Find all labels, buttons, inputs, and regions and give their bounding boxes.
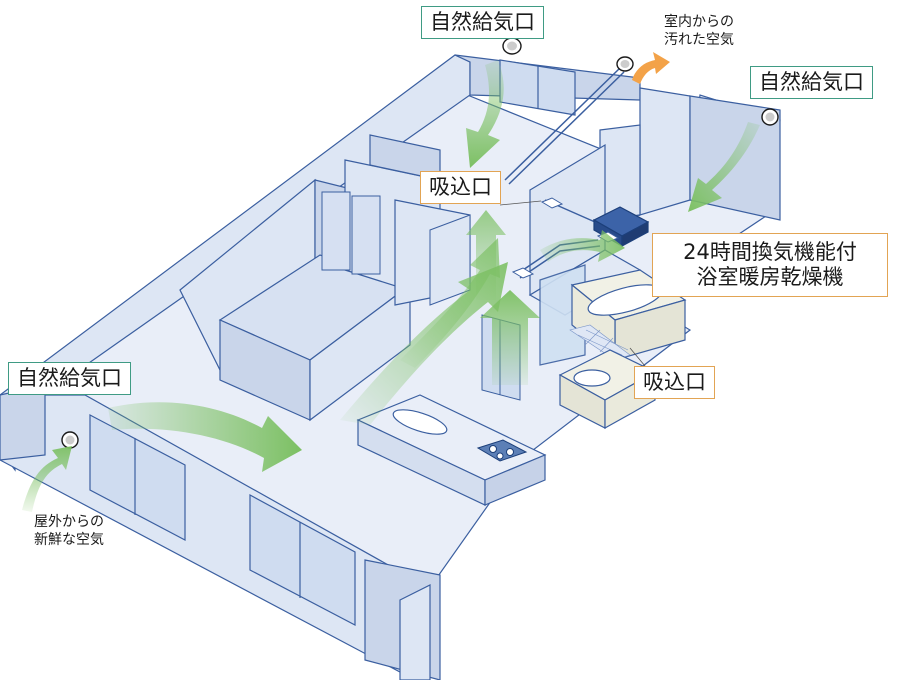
fresh-air-arrow-hall (400, 238, 500, 368)
exhaust-vent (616, 56, 634, 72)
fresh-air-arrow-closet (466, 210, 506, 300)
fresh-air-arrow-bath (540, 230, 625, 262)
natural-inlet-label-top: 自然給気口 (421, 6, 544, 40)
fresh-air-note-line2: 新鮮な空気 (34, 531, 104, 548)
fresh-air-arrow-small (22, 446, 72, 512)
closet-doors (321, 191, 381, 275)
bathtub (570, 269, 687, 362)
bathroom-tile-floor (569, 324, 631, 361)
dirty-air-note-line1: 室内からの (664, 14, 734, 30)
intake-label-upper: 吸込口 (420, 171, 501, 205)
dirty-air-note-line2: 汚れた空気 (664, 31, 734, 48)
natural-inlet-label-right: 自然給気口 (750, 66, 873, 100)
ventilation-unit-label: 24時間換気機能付 浴室暖房乾燥機 (652, 233, 888, 298)
gas-stove (476, 439, 528, 462)
intake-label-lower: 吸込口 (634, 366, 715, 400)
natural-inlet-label-left: 自然給気口 (8, 362, 131, 396)
fresh-air-arrow-right (688, 122, 760, 212)
fresh-air-arrow-vertical (480, 290, 540, 385)
dirty-air-note: 室内からの 汚れた空気 (664, 14, 734, 49)
fresh-air-arrow-top (466, 60, 504, 168)
fresh-air-note: 屋外からの 新鮮な空気 (34, 514, 104, 549)
natural-inlet-vent-top (502, 37, 522, 55)
front-window-frames (89, 414, 356, 626)
natural-inlet-vent-left (61, 431, 79, 449)
fresh-air-arrow-left (108, 402, 302, 472)
exhaust-arrow (632, 52, 670, 84)
natural-inlet-vent-right (761, 108, 779, 126)
fresh-air-note-line1: 屋外からの (34, 514, 104, 530)
ventilation-unit-label-line2: 浴室暖房乾燥機 (696, 265, 844, 290)
ventilation-unit-label-line1: 24時間換気機能付 (683, 240, 857, 264)
